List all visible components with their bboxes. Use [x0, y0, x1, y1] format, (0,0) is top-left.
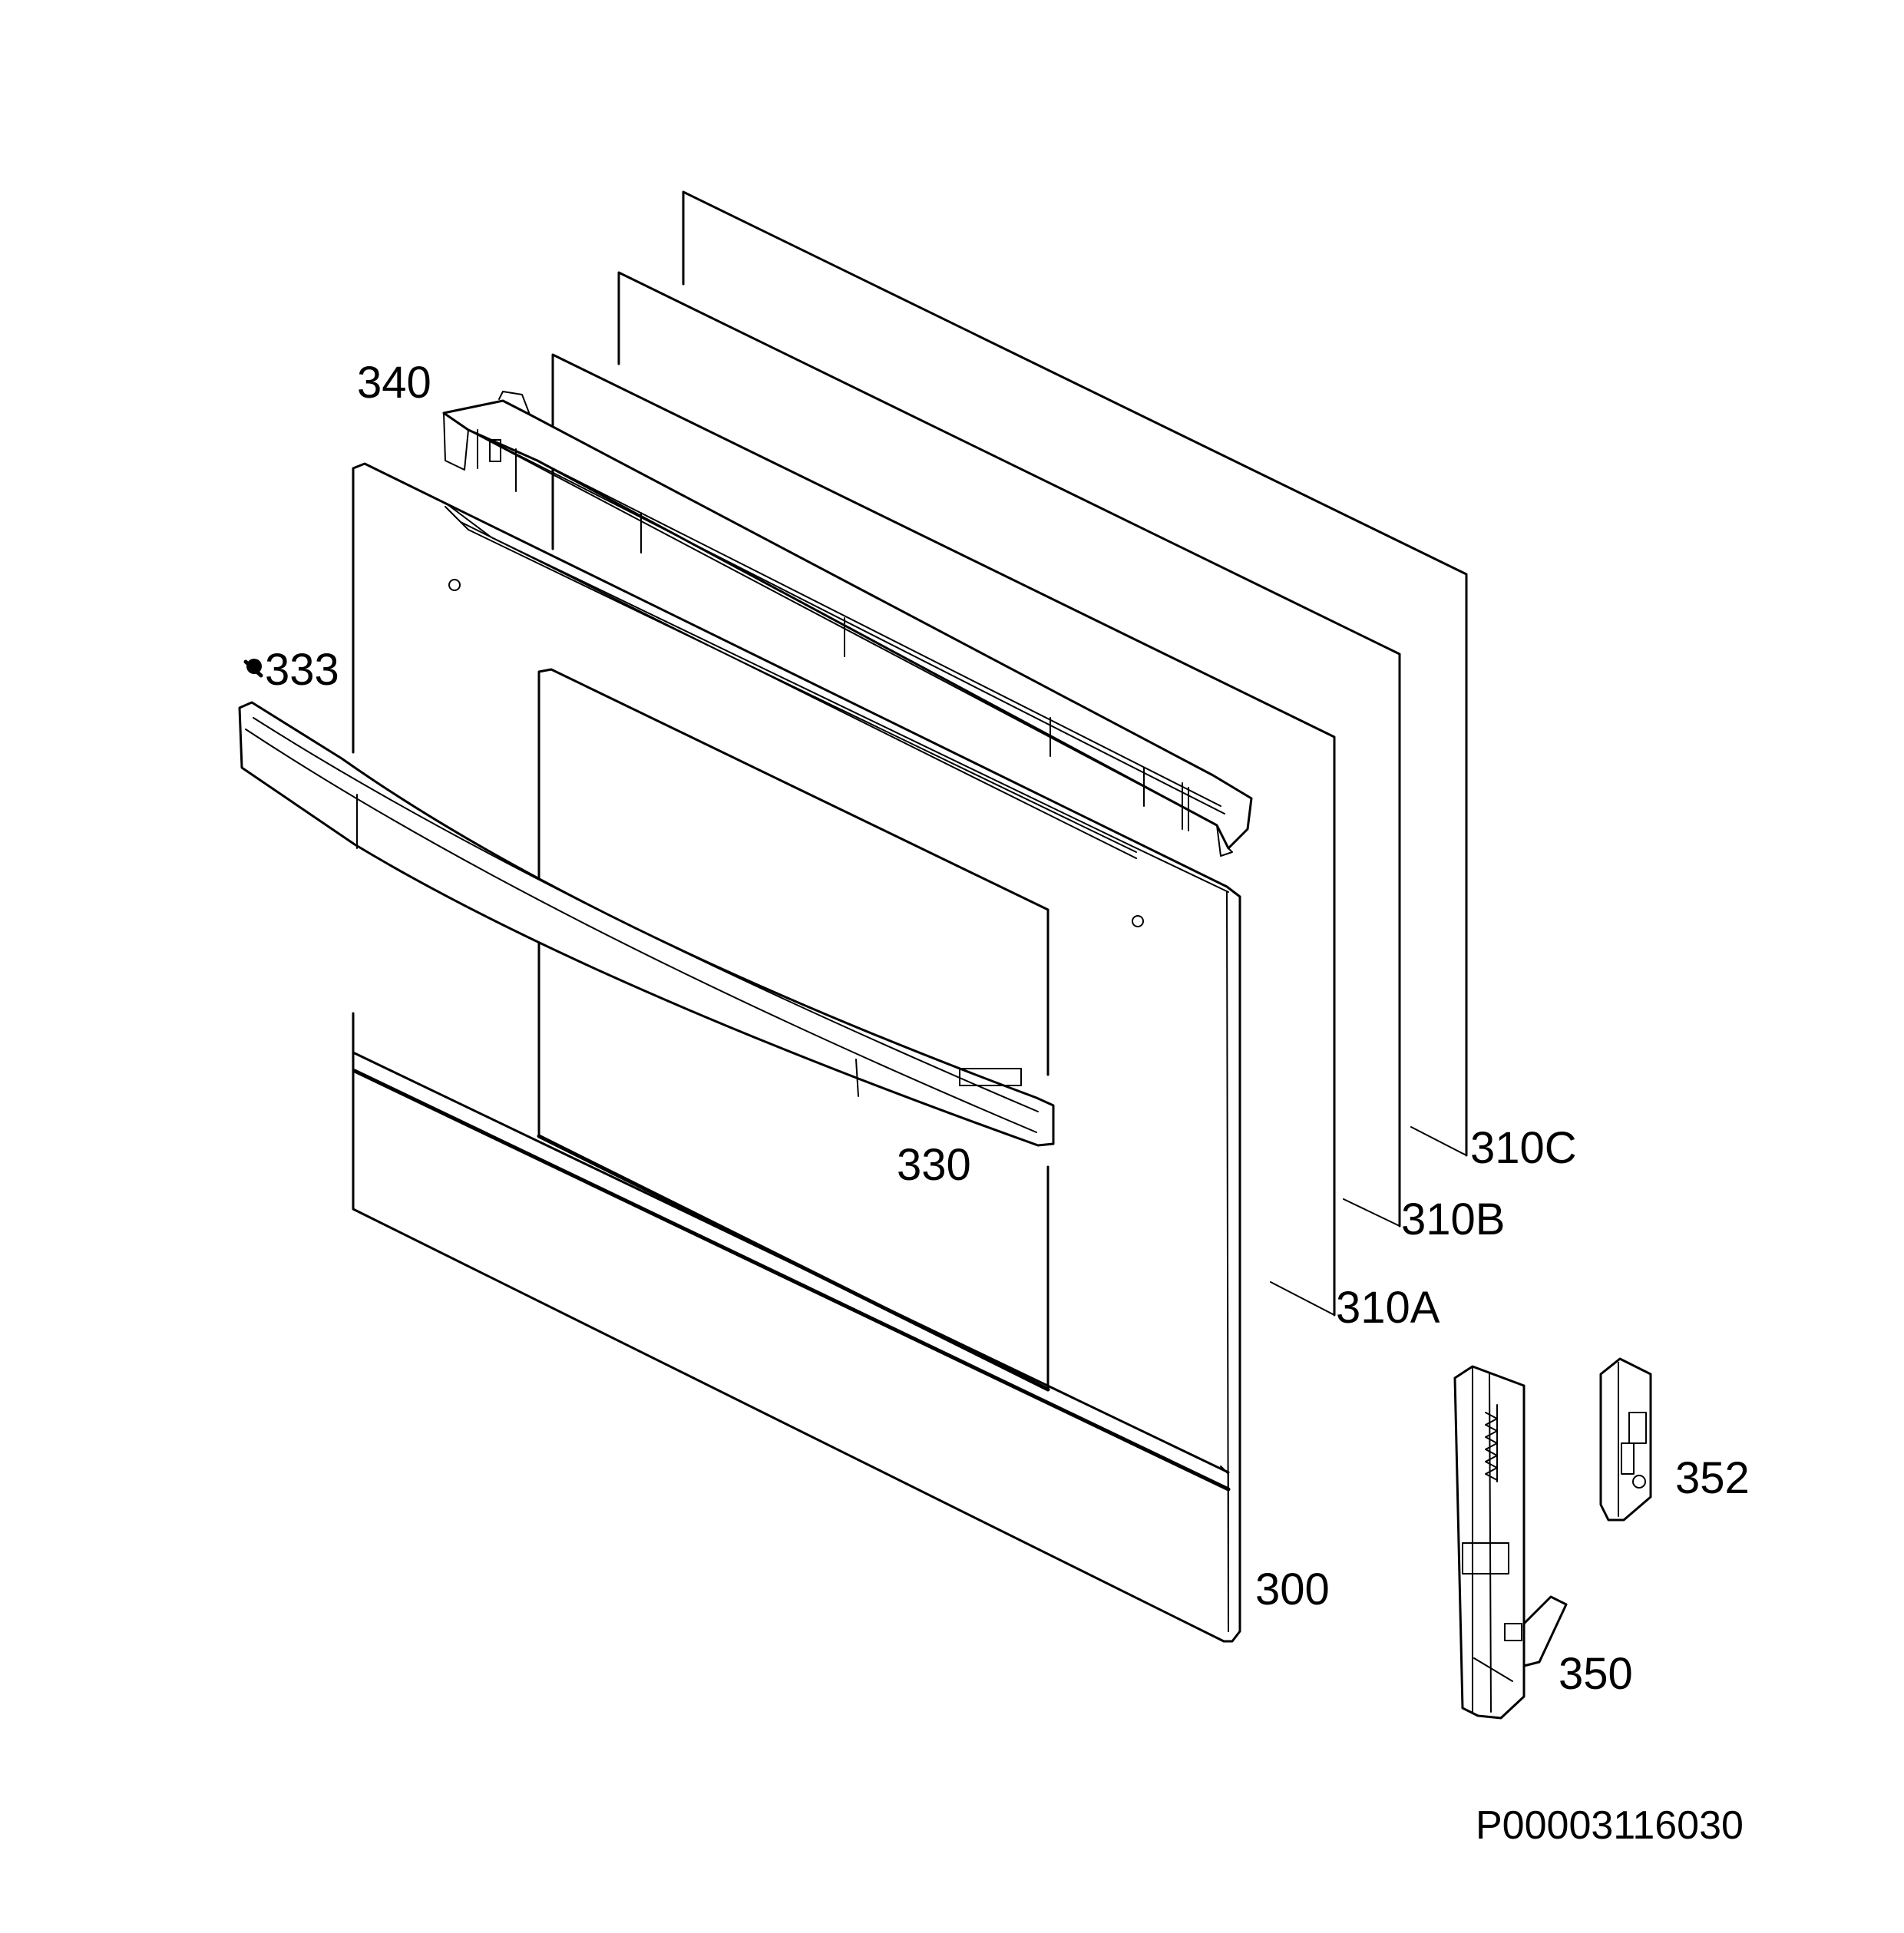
outer-door-panel-300[interactable] [352, 462, 1241, 1643]
hinge-receiver-352[interactable] [1599, 1357, 1652, 1522]
label-310c: 310C [1470, 1123, 1577, 1173]
label-352: 352 [1675, 1453, 1750, 1503]
label-333: 333 [265, 645, 339, 695]
label-340: 340 [357, 358, 431, 408]
label-310b: 310B [1401, 1194, 1505, 1244]
door-profile-340[interactable] [442, 391, 1253, 857]
screw-333[interactable] [243, 659, 263, 678]
glass-panel-310b[interactable] [617, 271, 1401, 1228]
label-350: 350 [1559, 1649, 1633, 1699]
glass-panel-310c[interactable] [682, 190, 1468, 1157]
door-handle-330[interactable] [238, 701, 1055, 1147]
label-300: 300 [1255, 1565, 1330, 1614]
label-330: 330 [897, 1140, 971, 1190]
drawing-code: P00003116030 [1476, 1803, 1744, 1848]
hinge-350[interactable] [1453, 1365, 1568, 1720]
label-310a: 310A [1336, 1283, 1440, 1333]
